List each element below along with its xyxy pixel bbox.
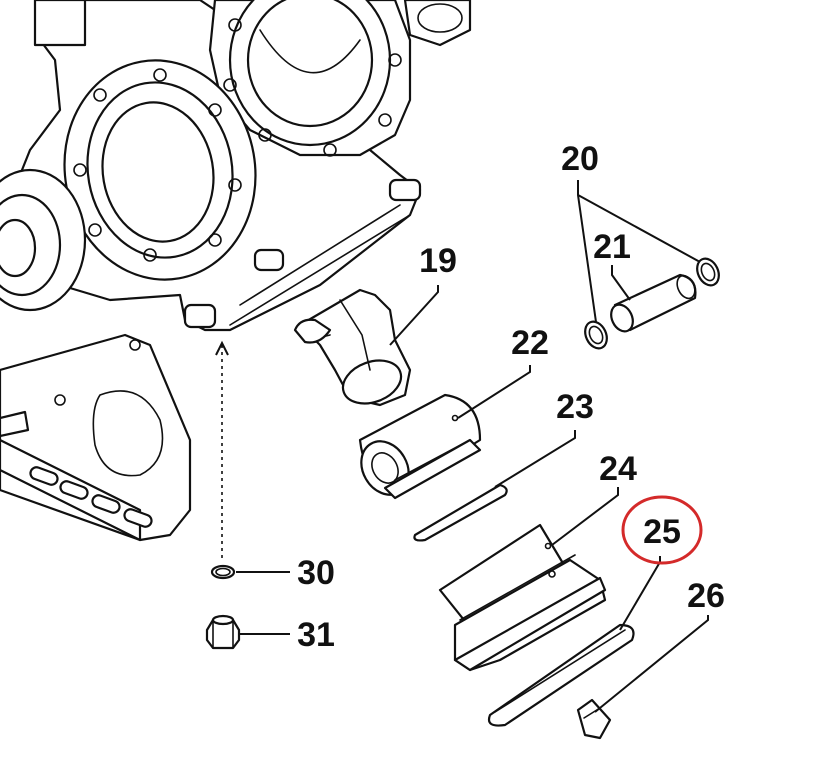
callout-22: 22 [511, 324, 549, 362]
callout-19: 19 [419, 242, 457, 280]
part-22-collar [358, 393, 482, 500]
part-23-washer [413, 483, 508, 542]
part-20-snap-rings [584, 257, 720, 350]
part-25-thrust-washer [487, 623, 635, 727]
callout-20: 20 [561, 140, 599, 178]
gear-housing [0, 0, 472, 332]
part-30-o-ring [210, 564, 236, 580]
part-19-lever [293, 288, 412, 407]
part-26-fastener [576, 698, 612, 740]
leader-lines [236, 180, 709, 713]
callout-21: 21 [593, 228, 631, 266]
callout-labels: 19 20 21 22 23 24 25 26 30 31 [297, 140, 725, 654]
highlight-circle [621, 495, 703, 565]
callout-31: 31 [297, 616, 335, 654]
part-21-pin [610, 273, 697, 333]
callout-25: 25 [643, 513, 681, 551]
assembly-axis-arrow [215, 340, 229, 356]
callout-23: 23 [556, 388, 594, 426]
callout-24: 24 [599, 450, 637, 488]
mounting-bracket [0, 333, 192, 542]
callout-30: 30 [297, 554, 335, 592]
callout-26: 26 [687, 577, 725, 615]
part-24-hub [438, 523, 607, 672]
part-31-plug [205, 614, 241, 650]
